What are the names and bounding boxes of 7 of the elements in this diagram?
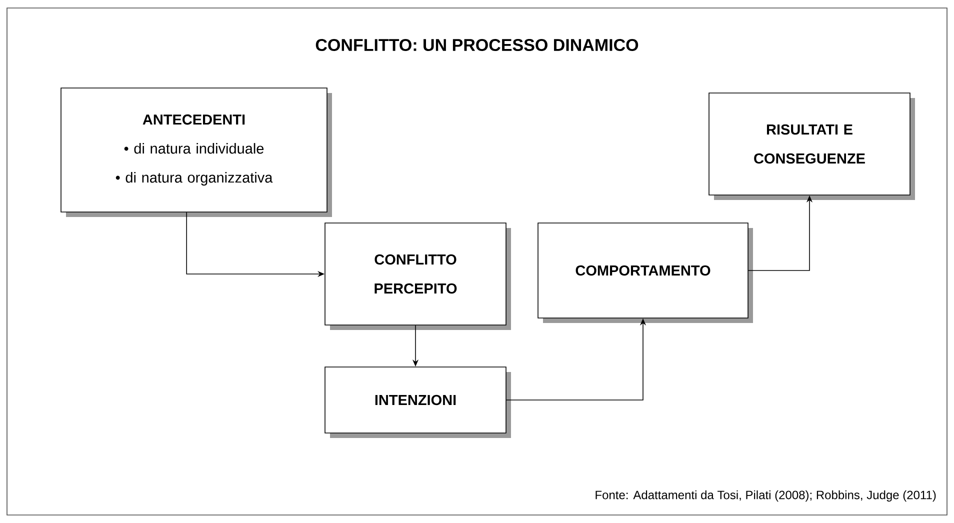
process-box: COMPORTAMENTO [538,222,753,323]
title: CONFLITTO: UN PROCESSO DINAMICO [316,38,638,52]
process-box: INTENZIONI [324,366,511,438]
process-box: RISULTATI E CONSEGUENZE [708,92,915,200]
process-box: ANTECEDENTI • di natura individuale • di natura organizzativa [60,88,332,217]
source-note: Fonte: Adattamenti da Tosi, Pilati (2008); Robbins, Judge (2011) [596,490,936,502]
process-box: CONFLITTO PERCEPITO [324,222,511,330]
